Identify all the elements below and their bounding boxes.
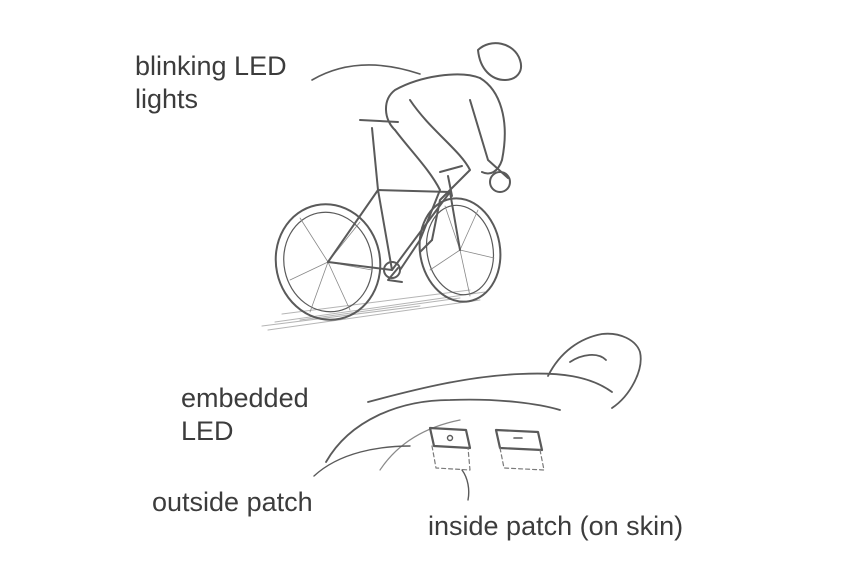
label-embedded-led: embedded LED	[181, 382, 309, 448]
label-inside-patch: inside patch (on skin)	[428, 510, 683, 543]
label-outside-patch: outside patch	[152, 486, 313, 519]
ground-shading	[262, 290, 485, 330]
label-line: lights	[135, 83, 287, 116]
wrist-curve	[380, 420, 460, 470]
led-patch-right	[496, 430, 542, 450]
hand-outline	[548, 334, 641, 408]
cyclist-sketch	[262, 43, 521, 330]
leader-lines-patches	[314, 446, 469, 500]
leader-line-blinking	[312, 65, 420, 80]
label-line: LED	[181, 415, 309, 448]
label-line: blinking LED	[135, 50, 287, 83]
arm-sketch	[314, 334, 641, 500]
label-line: embedded	[181, 382, 309, 415]
led-patch-left	[430, 428, 470, 448]
thumb-outline	[570, 355, 606, 362]
label-blinking-led-lights: blinking LED lights	[135, 50, 287, 116]
arm-upper-outline	[368, 374, 612, 402]
